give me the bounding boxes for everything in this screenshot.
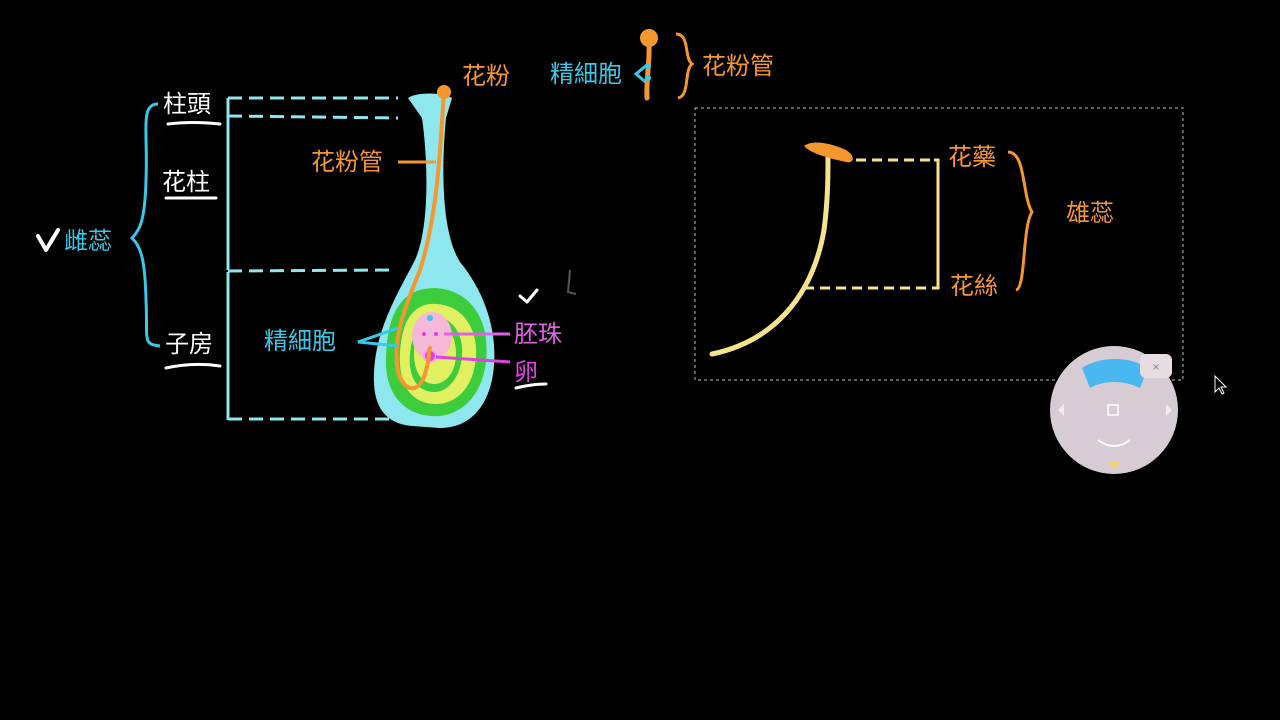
pollen-label: 花粉 — [462, 62, 510, 90]
stigma-label: 柱頭 — [163, 90, 211, 118]
pistil-label: 雌蕊 — [64, 227, 112, 255]
ovary-underline — [164, 362, 222, 370]
stamen-brace — [1007, 150, 1034, 292]
sperm-inner-pointer — [357, 326, 399, 348]
nav-wheel-arc — [1097, 439, 1131, 447]
egg-label: 卵 — [514, 358, 538, 386]
pistil-diagram: 雌蕊 柱頭 花柱 子房 花粉管 — [36, 85, 577, 428]
style-label: 花柱 — [162, 168, 210, 196]
egg-underline — [514, 382, 548, 390]
pistil-brace — [129, 102, 161, 348]
nav-wheel-center-icon[interactable] — [1107, 404, 1119, 416]
nav-arrow-left[interactable] — [1058, 404, 1064, 416]
ovary-label: 子房 — [165, 330, 213, 358]
sperm-top-pointer — [633, 62, 649, 86]
close-icon[interactable]: × — [1152, 362, 1160, 373]
cell-dot-2 — [434, 332, 438, 336]
cell-dot-1 — [422, 332, 426, 336]
pollen-grain — [640, 29, 658, 47]
stray-mark — [566, 269, 577, 295]
anther — [804, 142, 853, 163]
filament-stalk — [709, 153, 831, 357]
embryo-sac — [412, 312, 452, 360]
ovule-label: 胚珠 — [514, 320, 562, 348]
pollen-grain-on-stigma — [437, 85, 451, 99]
pollen-grain-diagram: 花粉 精細胞 花粉管 — [462, 29, 774, 101]
mouse-pointer-icon — [1214, 374, 1228, 395]
pollen-tube-inner-label: 花粉管 — [311, 148, 383, 176]
checkmark-small-icon — [518, 288, 539, 304]
stamen-diagram: 花藥 花絲 雄蕊 — [694, 107, 1184, 381]
checkmark-icon — [36, 228, 60, 252]
nav-arrow-down[interactable] — [1108, 462, 1120, 470]
pollen-tube-brace — [675, 32, 695, 100]
sperm-inner-label: 精細胞 — [264, 327, 336, 355]
stamen-bracket — [934, 158, 940, 290]
navigation-wheel-icon[interactable]: × — [1050, 346, 1178, 474]
filament-label: 花絲 — [950, 272, 998, 300]
sperm-dot-1 — [645, 63, 651, 69]
stamen-label: 雄蕊 — [1066, 199, 1114, 227]
nav-arrow-right[interactable] — [1166, 404, 1172, 416]
stigma-underline — [166, 121, 222, 126]
dashed-guide-stigma — [227, 114, 399, 120]
selection-box — [694, 107, 1184, 381]
pollen-tube-top-label: 花粉管 — [702, 52, 774, 80]
nav-wheel-close-tab[interactable] — [1140, 354, 1172, 378]
sperm-dot-2 — [645, 75, 651, 81]
anther-label: 花藥 — [948, 143, 996, 171]
pollen-tube-top — [644, 41, 652, 101]
egg-pointer — [435, 355, 511, 364]
polar-dot — [427, 315, 433, 321]
nav-wheel-top[interactable] — [1082, 359, 1148, 388]
dashed-guide-style — [227, 268, 393, 273]
sperm-top-label: 精細胞 — [550, 60, 622, 88]
